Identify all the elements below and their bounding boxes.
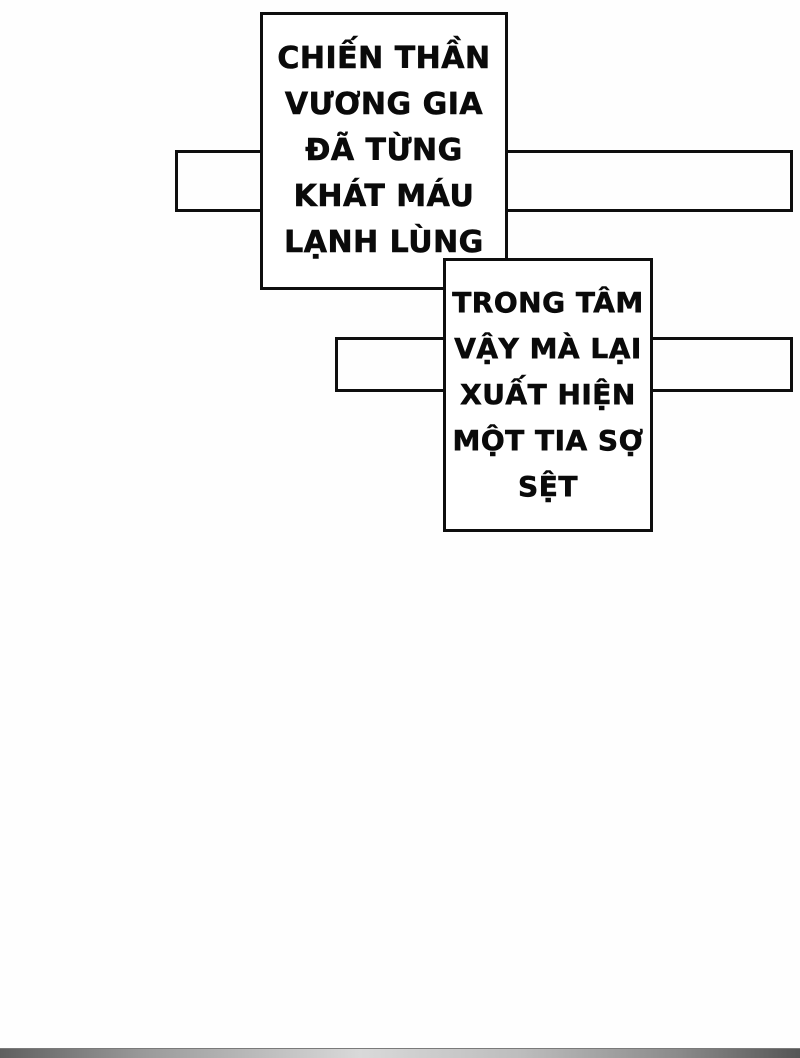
speech-bubble-2-line-5: SỆT (518, 470, 578, 504)
speech-bubble-2-line-1: TRONG TÂM (452, 286, 644, 320)
speech-bubble-1-line-2: VƯƠNG GIA (284, 87, 484, 123)
speech-bubble-1: CHIẾN THẦN VƯƠNG GIA ĐÃ TỪNG KHÁT MÁU LẠ… (260, 12, 508, 290)
page-bottom-edge (0, 1048, 800, 1058)
speech-bubble-2-line-3: XUẤT HIỆN (460, 378, 636, 412)
speech-bubble-1-line-3: ĐÃ TỪNG (305, 133, 463, 169)
speech-bubble-2: TRONG TÂM VẬY MÀ LẠI XUẤT HIỆN MỘT TIA S… (443, 258, 653, 532)
speech-bubble-2-line-2: VẬY MÀ LẠI (454, 332, 642, 366)
speech-bubble-1-line-5: LẠNH LÙNG (284, 225, 484, 261)
speech-bubble-1-line-4: KHÁT MÁU (293, 179, 475, 215)
speech-bubble-1-line-1: CHIẾN THẦN (277, 41, 491, 77)
speech-bubble-2-line-4: MỘT TIA SỢ (452, 424, 644, 458)
